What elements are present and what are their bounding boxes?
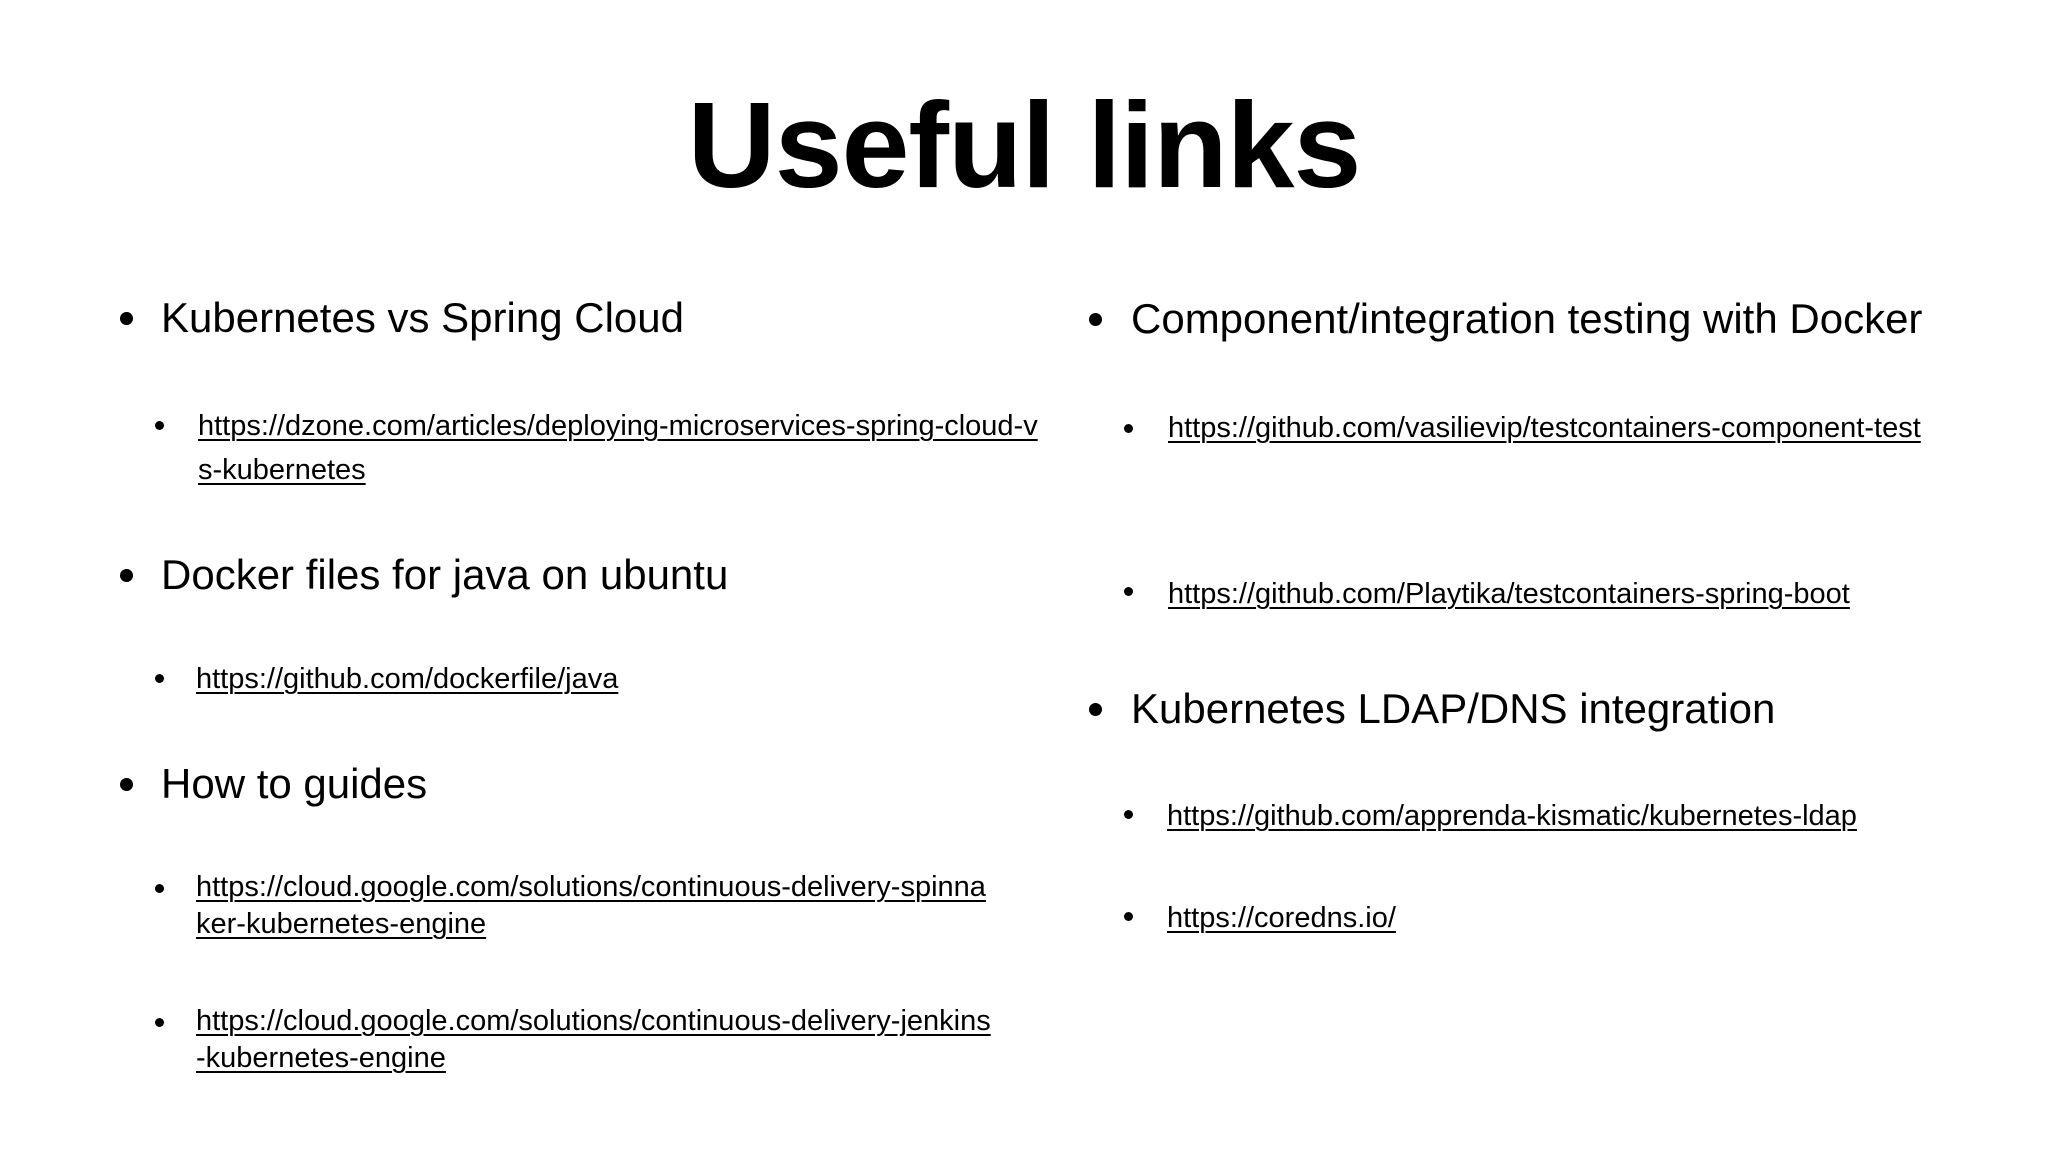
sub-bullet-icon (155, 421, 164, 430)
bullet-icon (1089, 703, 1102, 716)
link-github-testcontainers-spring-boot[interactable]: https://github.com/Playtika/testcontaine… (1168, 578, 1850, 610)
link-github-kubernetes-ldap[interactable]: https://github.com/apprenda-kismatic/kub… (1167, 800, 1857, 832)
bullet-icon (1089, 313, 1102, 326)
section-heading-component-integration-testing: Component/integration testing with Docke… (1131, 295, 1923, 342)
bullet-icon (120, 569, 133, 582)
sub-bullet-icon (1124, 810, 1133, 819)
link-github-dockerfile-java[interactable]: https://github.com/dockerfile/java (196, 663, 619, 695)
link-dzone-spring-cloud-vs-kubernetes[interactable]: https://dzone.com/articles/deploying-mic… (198, 410, 1038, 486)
section-heading-docker-files-java: Docker files for java on ubuntu (161, 551, 729, 598)
bullet-icon (120, 312, 133, 325)
bullet-icon (120, 778, 133, 791)
sub-bullet-icon (1124, 424, 1133, 433)
link-coredns[interactable]: https://coredns.io/ (1167, 902, 1396, 934)
sub-bullet-icon (1124, 912, 1133, 921)
link-google-spinnaker-kubernetes[interactable]: https://cloud.google.com/solutions/conti… (196, 871, 986, 940)
section-heading-kubernetes-ldap-dns: Kubernetes LDAP/DNS integration (1131, 685, 1776, 732)
section-heading-how-to-guides: How to guides (161, 760, 428, 807)
sub-bullet-icon (155, 1018, 164, 1027)
link-github-testcontainers-component-test[interactable]: https://github.com/vasilievip/testcontai… (1168, 412, 1921, 444)
slide-title: Useful links (687, 77, 1362, 213)
sub-bullet-icon (1124, 587, 1133, 596)
sub-bullet-icon (155, 884, 164, 893)
section-heading-kubernetes-vs-spring-cloud: Kubernetes vs Spring Cloud (161, 294, 684, 341)
link-google-jenkins-kubernetes[interactable]: https://cloud.google.com/solutions/conti… (196, 1005, 991, 1074)
sub-bullet-icon (155, 674, 164, 683)
